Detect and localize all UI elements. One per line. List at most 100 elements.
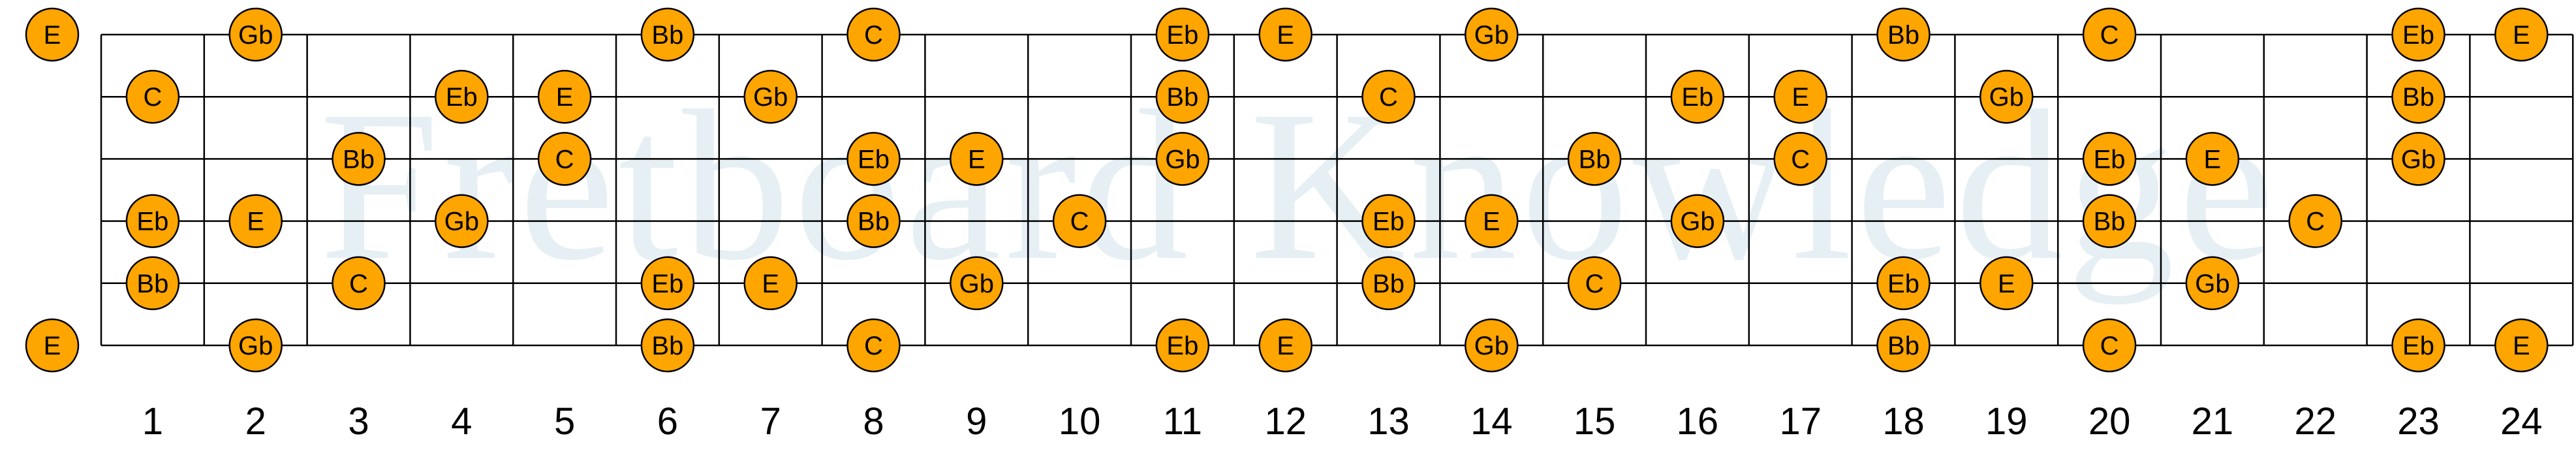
note-label: E <box>247 208 264 236</box>
fret-note: Bb <box>2082 194 2137 248</box>
fret-number: 16 <box>1677 400 1719 443</box>
fret-note: Bb <box>125 256 180 311</box>
note-circle <box>1052 194 1107 248</box>
note-circle <box>1258 318 1312 373</box>
fret-number: 6 <box>657 400 678 443</box>
fret-number: 23 <box>2397 400 2440 443</box>
note-circle <box>25 7 80 62</box>
fret-number: 17 <box>1779 400 1822 443</box>
fret-note: Gb <box>1979 69 2034 124</box>
fret-note: Eb <box>1876 256 1931 311</box>
note-label: Eb <box>651 270 683 298</box>
note-label: E <box>44 332 61 360</box>
fret-note: Eb <box>1155 318 1210 373</box>
fret-note: Bb <box>846 194 901 248</box>
fret-note: Gb <box>1670 194 1725 248</box>
fret-note: C <box>2082 318 2137 373</box>
fret-note: Gb <box>1155 132 1210 186</box>
watermark-text: Fretboard Knowledge <box>320 67 2278 305</box>
note-circle <box>2185 132 2240 186</box>
note-label: Gb <box>238 332 273 360</box>
note-label: C <box>1791 145 1810 174</box>
note-circle <box>2288 194 2342 248</box>
fret-note: C <box>125 69 180 124</box>
fret-note: C <box>1052 194 1107 248</box>
note-label: Bb <box>2402 83 2434 112</box>
note-label: E <box>968 145 985 174</box>
note-circle <box>1361 69 1416 124</box>
note-label: Gb <box>753 83 788 112</box>
note-circle <box>950 256 1004 311</box>
note-circle <box>1567 132 1622 186</box>
note-circle <box>1155 69 1210 124</box>
fret-note: Gb <box>1465 7 1519 62</box>
note-label: Bb <box>1373 270 1404 298</box>
note-label: E <box>2513 21 2530 50</box>
note-label: E <box>44 21 61 50</box>
note-circle <box>950 132 1004 186</box>
note-label: Bb <box>1887 21 1919 50</box>
fret-note: Bb <box>2391 69 2445 124</box>
note-circle <box>743 69 798 124</box>
fret-number: 20 <box>2088 400 2131 443</box>
fret-number: 11 <box>1163 400 1202 443</box>
note-label: Gb <box>1989 83 2024 112</box>
fret-note: E <box>1979 256 2034 311</box>
fret-note: C <box>2288 194 2342 248</box>
fret-note: Gb <box>228 7 283 62</box>
note-circle <box>2391 132 2445 186</box>
fret-note: E <box>2494 7 2549 62</box>
fret-note: Bb <box>1876 7 1931 62</box>
note-label: Bb <box>651 332 683 360</box>
note-circle <box>1155 318 1210 373</box>
note-label: E <box>1998 270 2015 298</box>
fret-number: 3 <box>348 400 369 443</box>
fret-note: Eb <box>1670 69 1725 124</box>
fret-number: 1 <box>142 400 163 443</box>
note-label: Eb <box>136 208 168 236</box>
note-circle <box>846 7 901 62</box>
note-label: C <box>349 270 368 298</box>
note-label: E <box>1483 208 1500 236</box>
fret-note: E <box>1773 69 1827 124</box>
note-circle <box>1155 7 1210 62</box>
note-label: C <box>143 83 162 112</box>
note-circle <box>640 256 695 311</box>
fret-number: 21 <box>2192 400 2234 443</box>
fret-number: 12 <box>1264 400 1307 443</box>
fret-note: E <box>2494 318 2549 373</box>
note-circle <box>2391 69 2445 124</box>
fret-note: C <box>1361 69 1416 124</box>
fret-number: 2 <box>245 400 266 443</box>
note-circle <box>1465 7 1519 62</box>
open-string-note: E <box>25 7 80 62</box>
note-label: Eb <box>1681 83 1713 112</box>
fret-note: Gb <box>1465 318 1519 373</box>
note-circle <box>1670 194 1725 248</box>
note-circle <box>1876 256 1931 311</box>
fret-note: Eb <box>2391 7 2445 62</box>
note-circle <box>1773 132 1827 186</box>
note-circle <box>435 69 489 124</box>
fret-number: 22 <box>2294 400 2336 443</box>
note-circle <box>743 256 798 311</box>
fret-note: Gb <box>2391 132 2445 186</box>
note-circle <box>2082 194 2137 248</box>
note-label: Gb <box>1474 332 1509 360</box>
note-circle <box>2494 7 2549 62</box>
fret-number: 14 <box>1470 400 1513 443</box>
fret-number: 18 <box>1882 400 1925 443</box>
note-circle <box>1155 132 1210 186</box>
note-label: Bb <box>2094 208 2126 236</box>
note-circle <box>332 256 386 311</box>
fret-note: Eb <box>2082 132 2137 186</box>
fret-number: 9 <box>966 400 987 443</box>
note-label: C <box>864 332 883 360</box>
note-label: Eb <box>1166 21 1198 50</box>
fret-note: Gb <box>228 318 283 373</box>
note-circle <box>228 7 283 62</box>
note-label: Eb <box>2094 145 2126 174</box>
fret-note: C <box>1773 132 1827 186</box>
watermark-layer: Fretboard Knowledge <box>320 67 2278 305</box>
note-label: Bb <box>1166 83 1198 112</box>
